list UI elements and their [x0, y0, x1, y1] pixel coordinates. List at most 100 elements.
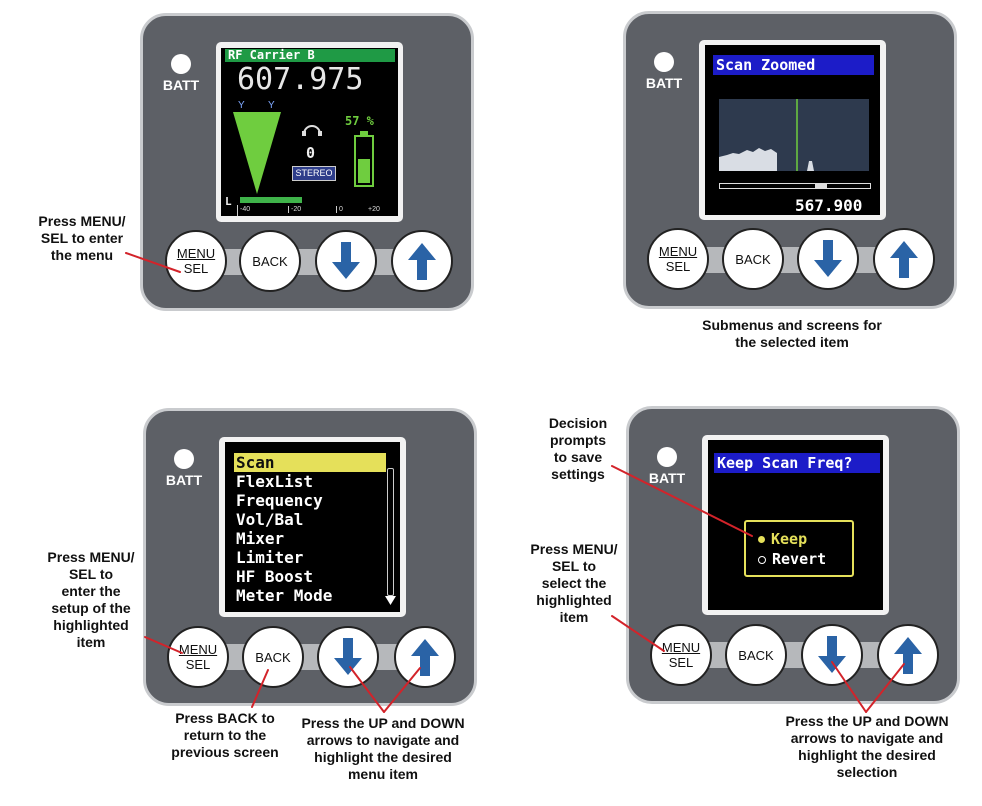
up-button[interactable]: [391, 230, 453, 292]
caption-line: Press the UP and DOWN: [301, 715, 465, 731]
caption-press-menu-setup: Press MENU/ SEL to enter the setup of th…: [30, 549, 152, 651]
caption-line: Press MENU/: [38, 213, 126, 229]
menu-scrollbar[interactable]: [387, 468, 394, 596]
caption-submenus: Submenus and screens for the selected it…: [672, 317, 912, 351]
caption-up-down-selection: Press the UP and DOWN arrows to navigate…: [770, 713, 964, 781]
arrow-down-icon: [334, 638, 362, 675]
back-button[interactable]: BACK: [239, 230, 301, 292]
caption-line: setup of the: [51, 600, 131, 616]
meter-left-label: L: [225, 195, 232, 208]
keep-scan-prompt-title: Keep Scan Freq?: [714, 453, 880, 473]
lcd-home-screen: RF Carrier B 607.975 Y Y 0 STEREO 57 % L…: [221, 48, 398, 216]
caption-line: SEL to enter: [40, 230, 124, 246]
down-button[interactable]: [801, 624, 863, 686]
up-button[interactable]: [394, 626, 456, 688]
caption-line: Press the UP and DOWN: [785, 713, 949, 729]
caption-press-back: Press BACK to return to the previous scr…: [160, 710, 290, 761]
radio-unselected-icon: [758, 555, 766, 564]
caption-line: arrows to navigate and: [790, 730, 944, 746]
caption-line: highlight the desired: [798, 747, 936, 763]
option-keep-label: Keep: [771, 530, 808, 548]
battery-percent: 57 %: [345, 114, 374, 128]
back-button[interactable]: BACK: [722, 228, 784, 290]
lcd-scan-screen: Scan Zoomed 567.900: [705, 45, 880, 215]
lcd-decision-screen: Keep Scan Freq? Keep Revert: [708, 440, 883, 610]
device-panel-home: BATT RF Carrier B 607.975 Y Y 0 STEREO 5…: [140, 13, 474, 311]
caption-line: the menu: [50, 247, 114, 263]
down-button[interactable]: [797, 228, 859, 290]
rf-level-triangle-icon: [233, 112, 281, 194]
up-button[interactable]: [877, 624, 939, 686]
scroll-down-icon: [385, 596, 396, 605]
caption-line: highlighted: [536, 592, 612, 608]
back-button[interactable]: BACK: [242, 626, 304, 688]
down-button[interactable]: [315, 230, 377, 292]
caption-line: select the: [541, 575, 607, 591]
caption-line: the selected item: [735, 334, 849, 350]
menu-label: MENU: [658, 244, 698, 259]
leader-line: [349, 666, 385, 713]
sel-label: SEL: [185, 657, 211, 672]
arrow-up-icon: [890, 241, 918, 278]
meter-left-bar: [240, 197, 302, 203]
back-label: BACK: [252, 253, 288, 269]
device-panel-menu: BATT Scan FlexList Frequency Vol/Bal Mix…: [143, 408, 477, 706]
up-button[interactable]: [873, 228, 935, 290]
option-revert[interactable]: Revert: [758, 550, 826, 568]
back-label: BACK: [735, 251, 771, 267]
caption-up-down-menu: Press the UP and DOWN arrows to navigate…: [288, 715, 478, 783]
caption-line: item: [76, 634, 106, 650]
menu-item-mixer[interactable]: Mixer: [236, 529, 285, 548]
leader-line: [125, 252, 181, 273]
arrow-up-icon: [408, 243, 436, 280]
caption-press-menu-select: Press MENU/ SEL to select the highlighte…: [514, 541, 634, 626]
caption-line: SEL to: [551, 558, 597, 574]
menu-item-vol-bal[interactable]: Vol/Bal: [236, 510, 304, 529]
caption-line: enter the: [61, 583, 121, 599]
scan-scroll-thumb: [815, 184, 827, 188]
menu-item-frequency[interactable]: Frequency: [236, 491, 323, 510]
menu-item-flexlist[interactable]: FlexList: [236, 472, 314, 491]
arrow-down-icon: [332, 242, 360, 279]
menu-item-scan[interactable]: Scan: [236, 453, 275, 472]
sel-label: SEL: [183, 261, 209, 276]
sel-label: SEL: [665, 259, 691, 274]
menu-item-meter-mode[interactable]: Meter Mode: [236, 586, 333, 605]
caption-decision-prompts: Decision prompts to save settings: [536, 415, 620, 483]
scan-scrollbar: [719, 183, 871, 189]
caption-line: menu item: [347, 766, 418, 782]
spectrum-plot: [719, 99, 869, 171]
menu-label: MENU: [661, 640, 701, 655]
batt-label: BATT: [165, 472, 203, 488]
caption-line: highlight the desired: [314, 749, 452, 765]
batt-led-icon: [657, 447, 677, 467]
antenna-b-icon: Y: [268, 100, 275, 111]
decision-options-box: Keep Revert: [744, 520, 854, 577]
caption-line: Decision: [548, 415, 608, 431]
caption-press-menu-enter: Press MENU/ SEL to enter the menu: [22, 213, 142, 264]
caption-line: item: [559, 609, 589, 625]
caption-line: return to the: [183, 727, 267, 743]
menu-item-limiter[interactable]: Limiter: [236, 548, 304, 567]
caption-line: Submenus and screens for: [702, 317, 882, 333]
menu-label: MENU: [178, 642, 218, 657]
meter-tick-label: -40: [240, 206, 251, 213]
option-keep[interactable]: Keep: [758, 530, 807, 548]
back-button[interactable]: BACK: [725, 624, 787, 686]
down-button[interactable]: [317, 626, 379, 688]
caption-line: selection: [836, 764, 898, 780]
scan-frequency: 567.900: [795, 196, 863, 215]
meter-tick-label: +20: [368, 206, 380, 213]
caption-line: to save: [553, 449, 603, 465]
leader-line: [251, 669, 269, 708]
meter-tick-label: -20: [288, 206, 301, 213]
menu-item-hf-boost[interactable]: HF Boost: [236, 567, 314, 586]
radio-selected-icon: [758, 536, 765, 543]
arrow-down-icon: [818, 636, 846, 673]
